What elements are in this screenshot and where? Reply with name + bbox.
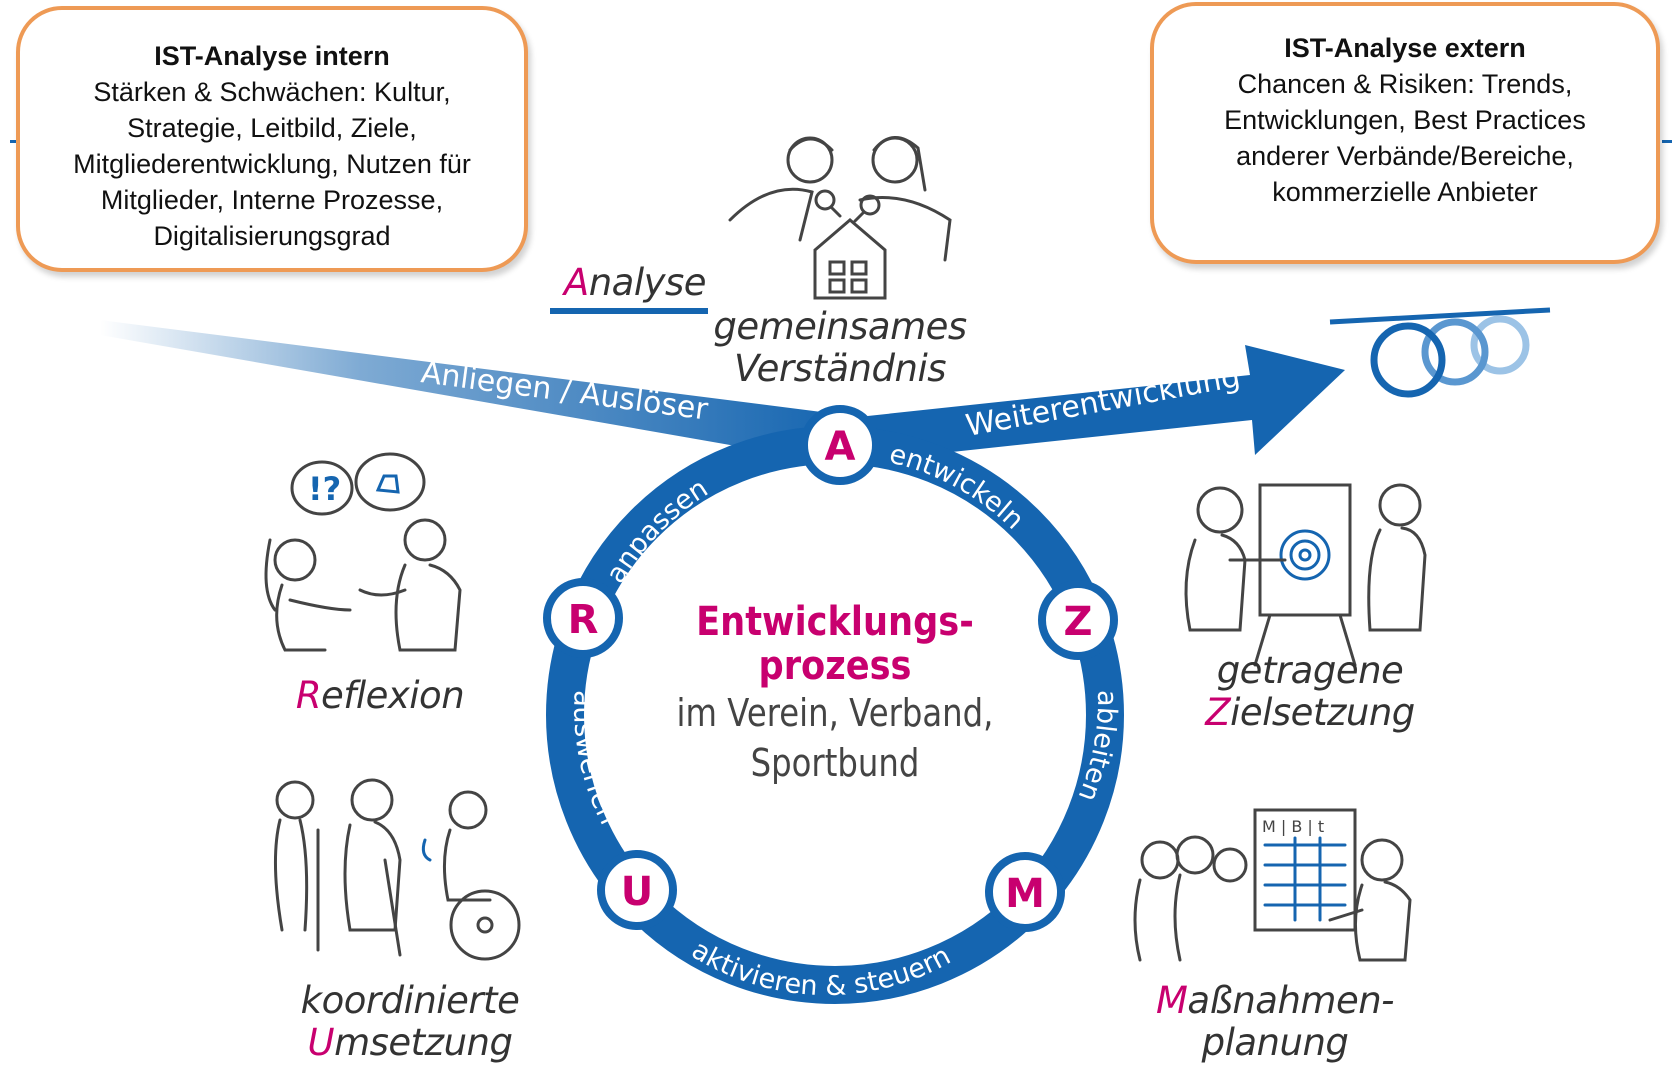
svg-text:Z: Z: [1063, 599, 1092, 645]
caption-massnahmen: Maßnahmen- planung: [1135, 980, 1415, 1064]
caption-massnahmen-initial: M: [1155, 979, 1188, 1022]
edge-tick-right: [1662, 140, 1672, 143]
extern-line: Entwicklungen, Best Practices: [1224, 105, 1586, 135]
planning-people-icon: M | B | t: [1133, 808, 1412, 962]
caption-reflexion-initial: R: [295, 674, 322, 717]
caption-ziel-initial: Z: [1205, 691, 1231, 734]
swirl-circles-icon: [1329, 307, 1551, 398]
center-sub-line1: im Verein, Verband,: [676, 691, 994, 735]
ring-node-m: M: [985, 852, 1065, 932]
caption-ziel-line1: getragene: [1216, 649, 1404, 692]
svg-text:!?: !?: [308, 470, 341, 508]
svg-text:M: M: [1005, 871, 1045, 917]
caption-umsetzung-initial: U: [307, 1021, 335, 1064]
svg-text:M | B | t: M | B | t: [1262, 817, 1324, 836]
outgoing-arrow: [830, 345, 1345, 465]
edge-tick-left: [10, 140, 18, 143]
caption-reflexion: Reflexion: [280, 675, 480, 717]
planting-people-icon: [273, 778, 521, 961]
center-title-block: Entwicklungs- prozess im Verein, Verband…: [615, 600, 1055, 788]
ist-analyse-intern-box: IST-Analyse intern Stärken & Schwächen: …: [16, 6, 528, 272]
magnifier-people-icon: [728, 136, 952, 300]
caption-massnahmen-rest: aßnahmen-: [1187, 979, 1395, 1022]
caption-zielsetzung: getragene Zielsetzung: [1185, 650, 1435, 734]
center-title-line2: prozess: [758, 643, 912, 689]
ring-node-u: U: [597, 850, 677, 930]
caption-analyse-initial: A: [563, 261, 589, 304]
intern-line: Strategie, Leitbild, Ziele,: [127, 113, 417, 143]
caption-verstaendnis-line1: gemeinsames: [713, 305, 967, 348]
ring-node-a: A: [800, 405, 880, 485]
extern-title: IST-Analyse extern: [1284, 33, 1526, 63]
caption-massnahmen-line2: planung: [1201, 1021, 1349, 1064]
incoming-arrow-label: Anliegen / Auslöser: [419, 355, 711, 427]
intern-line: Stärken & Schwächen: Kultur,: [93, 77, 451, 107]
intern-line: Mitglieder, Interne Prozesse,: [100, 185, 444, 215]
caption-verstaendnis-line2: Verständnis: [733, 347, 947, 390]
caption-umsetzung-line1: koordinierte: [300, 979, 520, 1022]
analyse-underline: [550, 308, 708, 314]
extern-line: anderer Verbände/Bereiche,: [1236, 141, 1574, 171]
ist-analyse-extern-box: IST-Analyse extern Chancen & Risiken: Tr…: [1150, 2, 1660, 264]
presentation-people-icon: [1184, 483, 1427, 667]
intern-line: Mitgliederentwicklung, Nutzen für: [73, 149, 471, 179]
caption-analyse-rest: nalyse: [588, 261, 707, 304]
caption-reflexion-rest: eflexion: [321, 674, 465, 717]
caption-ziel-rest: ielsetzung: [1230, 691, 1415, 734]
center-title-line1: Entwicklungs-: [696, 599, 974, 645]
ring-node-r: R: [543, 578, 623, 658]
caption-umsetzung-rest: msetzung: [334, 1021, 513, 1064]
intern-line: Digitalisierungsgrad: [153, 221, 391, 251]
dialog-people-icon: !?: [264, 452, 462, 652]
caption-verstaendnis: gemeinsames Verständnis: [700, 306, 980, 390]
incoming-arrow: [100, 320, 845, 465]
intern-title: IST-Analyse intern: [154, 41, 390, 71]
svg-text:U: U: [621, 869, 653, 915]
svg-text:A: A: [825, 424, 856, 470]
caption-umsetzung: koordinierte Umsetzung: [275, 980, 545, 1064]
extern-line: kommerzielle Anbieter: [1272, 177, 1538, 207]
svg-text:R: R: [568, 597, 599, 643]
center-sub-line2: Sportbund: [750, 741, 920, 785]
caption-analyse: Analyse: [545, 262, 725, 304]
ring-node-z: Z: [1038, 580, 1118, 660]
extern-line: Chancen & Risiken: Trends,: [1237, 69, 1573, 99]
